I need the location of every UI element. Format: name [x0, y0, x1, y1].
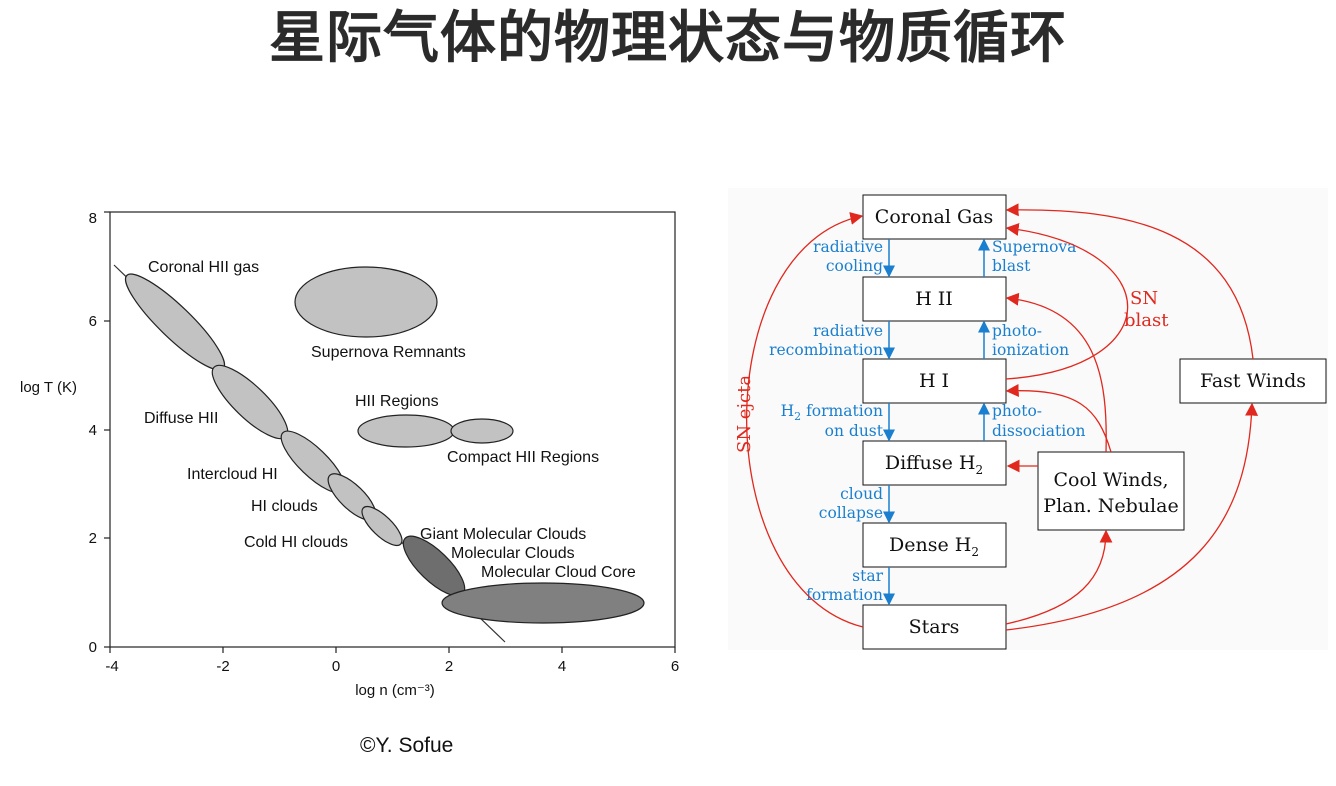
box-coronal-gas: Coronal Gas: [862, 194, 1007, 240]
x-axis-label: log n (cm⁻³): [355, 682, 435, 699]
label-radiative-cooling: cooling: [826, 257, 883, 275]
region-molecular-cloud-core: [441, 582, 645, 624]
region-compact-hii: [450, 418, 514, 444]
label-radiative-cooling: radiative: [813, 238, 883, 256]
label-cloud-collapse: cloud: [840, 485, 883, 503]
y-tick-label: 4: [89, 422, 97, 439]
arrow-stars-to-fast-winds: [1005, 402, 1259, 631]
label-sn-blast: SN: [1130, 288, 1158, 309]
x-tick-label: 6: [671, 658, 679, 675]
box-label: Plan. Nebulae: [1043, 495, 1178, 517]
label-hii-regions: HII Regions: [355, 393, 439, 410]
y-tick-label: 0: [89, 639, 97, 656]
box-cool-winds: Cool Winds, Plan. Nebulae: [1037, 451, 1185, 531]
label-h2-formation: on dust: [825, 422, 884, 440]
label-photodissociation: photo-: [992, 402, 1042, 420]
label-supernova-blast: blast: [992, 257, 1031, 275]
label-cold-hi-clouds: Cold HI clouds: [244, 534, 348, 551]
box-label: Dense H2: [889, 534, 979, 559]
label-diffuse-hii: Diffuse HII: [144, 410, 218, 427]
arrow-stars-to-cool-winds: [1005, 529, 1113, 625]
label-supernova-remnants: Supernova Remnants: [311, 344, 466, 361]
y-axis: [104, 211, 110, 648]
box-label: Stars: [909, 616, 960, 638]
label-hi-clouds: HI clouds: [251, 498, 318, 515]
label-sn-ejecta: SN ejcta: [734, 375, 755, 453]
label-molecular-clouds: Molecular Clouds: [451, 545, 575, 562]
x-tick-label: 0: [332, 658, 340, 675]
y-tick-label: 8: [89, 210, 97, 227]
box-label: Cool Winds,: [1054, 469, 1169, 491]
label-radiative-recombination: recombination: [769, 341, 883, 359]
box-dense-h2: Dense H2: [862, 522, 1007, 568]
label-giant-molecular-clouds: Giant Molecular Clouds: [420, 526, 586, 543]
box-stars: Stars: [862, 604, 1007, 650]
label-coronal-hii: Coronal HII gas: [148, 259, 259, 276]
box-label: H I: [919, 370, 949, 392]
box-label: Coronal Gas: [875, 206, 993, 228]
box-diffuse-h2: Diffuse H2: [862, 440, 1007, 486]
box-label: Diffuse H2: [885, 452, 983, 477]
matter-cycle-diagram: Coronal Gas H II H I Diffuse H2 Dense H2…: [728, 188, 1328, 650]
box-hii: H II: [862, 276, 1007, 322]
label-star-formation: star: [852, 567, 883, 585]
x-tick-label: -2: [216, 658, 229, 675]
box-label: Fast Winds: [1200, 370, 1306, 392]
credit-text: ©Y. Sofue: [360, 734, 454, 757]
y-tick-label: 2: [89, 530, 97, 547]
region-hii-regions: [357, 414, 455, 448]
regions: [124, 266, 645, 624]
arrow-sn-blast: [1005, 223, 1129, 380]
phase-diagram: -4 -2 0 2 4 6 0 2 4 6 8 log T (K) log n …: [20, 210, 679, 699]
label-h2-formation: H2 formation: [781, 402, 883, 423]
y-axis-label: log T (K): [20, 379, 77, 396]
label-photodissociation: dissociation: [992, 422, 1086, 440]
x-tick-label: 2: [445, 658, 453, 675]
arrow-cool-winds-to-hii: [1005, 292, 1107, 453]
label-cloud-collapse: collapse: [819, 504, 883, 522]
label-compact-hii: Compact HII Regions: [447, 449, 599, 466]
label-sn-blast: blast: [1124, 310, 1169, 331]
label-photoionization: ionization: [992, 341, 1069, 359]
box-fast-winds: Fast Winds: [1179, 358, 1327, 404]
y-tick-label: 6: [89, 313, 97, 330]
box-label: H II: [915, 288, 953, 310]
arrow-sn-ejecta: [745, 212, 864, 628]
label-star-formation: formation: [806, 586, 883, 604]
x-tick-label: 4: [558, 658, 566, 675]
cycle-background: [728, 188, 1328, 650]
x-tick-label: -4: [105, 658, 118, 675]
label-photoionization: photo-: [992, 322, 1042, 340]
box-hi: H I: [862, 358, 1007, 404]
region-cold-hi-clouds: [361, 505, 403, 547]
x-axis: [109, 647, 676, 653]
label-molecular-cloud-core: Molecular Cloud Core: [481, 564, 636, 581]
label-radiative-recombination: radiative: [813, 322, 883, 340]
region-supernova-remnants: [294, 266, 438, 338]
label-supernova-blast: Supernova: [992, 238, 1076, 256]
slide-title: 星际气体的物理状态与物质循环: [269, 6, 1067, 71]
label-intercloud-hi: Intercloud HI: [187, 466, 278, 483]
region-coronal-hii: [124, 273, 226, 371]
arrow-cool-winds-to-hi: [1005, 384, 1112, 453]
arrow-fast-winds-to-coronal: [1005, 203, 1254, 360]
